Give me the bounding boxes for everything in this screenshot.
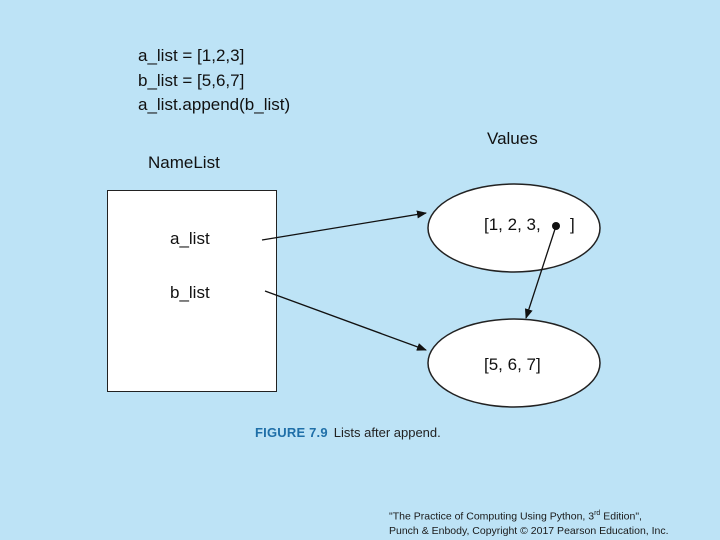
arrow-a-list (261, 210, 427, 241)
figure-number: FIGURE 7.9 (255, 425, 328, 440)
arrow-nested-reference (524, 225, 557, 319)
namelist-label: NameList (148, 153, 220, 172)
values-label: Values (487, 129, 538, 148)
credit-line-1-post: Edition", (600, 510, 642, 523)
code-block: a_list = [1,2,3] b_list = [5,6,7] a_list… (138, 44, 290, 118)
value-ellipse-2 (427, 318, 601, 408)
value-list-2: [5, 6, 7] (484, 355, 541, 374)
reference-dot (552, 222, 560, 230)
credit-line-1-sup: rd (594, 510, 601, 517)
name-a-list: a_list (170, 229, 210, 248)
name-b-list: b_list (170, 283, 210, 302)
namelist-box (107, 190, 277, 392)
code-line-3: a_list.append(b_list) (138, 95, 291, 114)
figure-caption: FIGURE 7.9 Lists after append. (255, 425, 441, 440)
credit-line-2: Punch & Enbody, Copyright © 2017 Pearson… (389, 524, 669, 537)
code-line-1: a_list = [1,2,3] (138, 46, 245, 65)
value-list-1-close: ] (570, 215, 575, 234)
credit-text: "The Practice of Computing Using Python,… (389, 507, 669, 538)
arrow-b-list (264, 290, 427, 351)
credit-line-1: "The Practice of Computing Using Python,… (389, 507, 669, 524)
code-line-2: b_list = [5,6,7] (138, 70, 245, 90)
value-ellipse-1 (427, 183, 601, 273)
value-list-1: [1, 2, 3, (484, 215, 541, 234)
credit-line-1-pre: "The Practice of Computing Using Python,… (389, 510, 595, 523)
figure-caption-text: Lists after append. (333, 425, 441, 440)
